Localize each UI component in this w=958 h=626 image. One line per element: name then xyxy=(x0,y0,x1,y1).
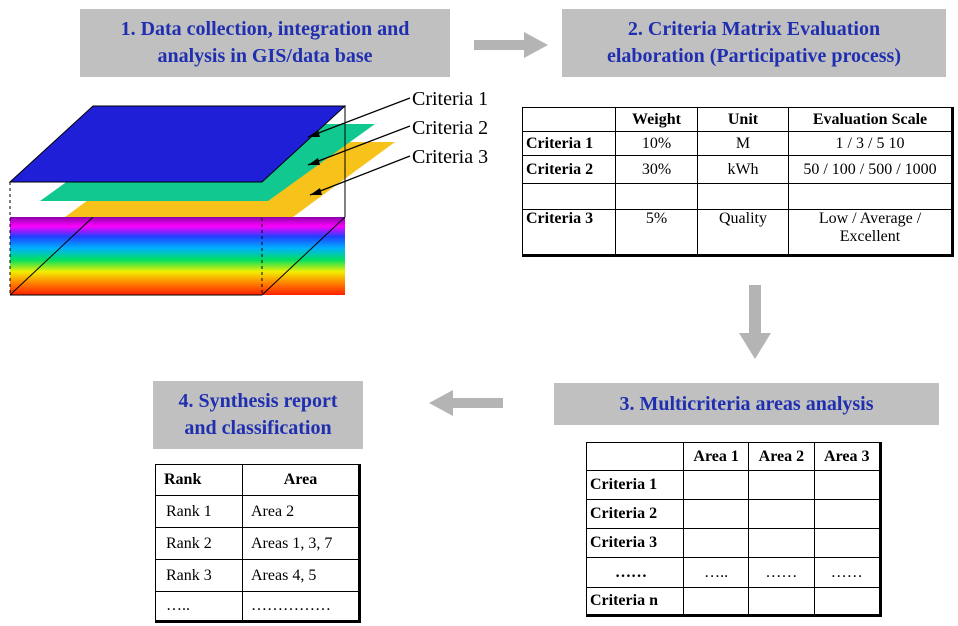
areas-cell xyxy=(813,587,882,617)
ranking-area: Areas 4, 5 xyxy=(242,559,361,592)
areas-cell xyxy=(748,528,815,558)
areas-cell xyxy=(682,470,750,500)
areas-row-criteria: Criteria 1 xyxy=(586,470,684,500)
areas-cell xyxy=(748,470,815,500)
ranking-area: Areas 1, 3, 7 xyxy=(242,527,361,560)
ranking-header-area: Area xyxy=(242,464,361,496)
matrix-row-scale: 50 / 100 / 500 / 1000 xyxy=(788,155,954,184)
matrix-header-unit: Unit xyxy=(697,107,789,132)
areas-row-criteria: …… xyxy=(586,557,684,588)
matrix-header-weight: Weight xyxy=(615,107,698,132)
criteria-matrix-table: Weight Unit Evaluation Scale Criteria 1 … xyxy=(522,107,954,257)
arrow-left-icon xyxy=(429,390,503,416)
areas-cell: ….. xyxy=(682,557,750,588)
matrix-row-criteria: Criteria 3 xyxy=(522,209,616,257)
matrix-row-weight: 30% xyxy=(615,155,698,184)
step-4-line-1: 4. Synthesis report xyxy=(178,390,338,412)
areas-cell xyxy=(813,470,882,500)
ranking-rank: Rank 3 xyxy=(155,559,243,592)
step-4-line-2: and classification xyxy=(184,417,332,439)
ranking-area: …………… xyxy=(242,591,361,623)
areas-cell: …… xyxy=(813,557,882,588)
step-3-label: 3. Multicriteria areas analysis xyxy=(619,392,874,415)
step-2-line-2: elaboration (Participative process) xyxy=(606,45,901,67)
matrix-row-criteria xyxy=(522,183,616,210)
areas-table: Area 1 Area 2 Area 3 Criteria 1 Criteria… xyxy=(586,442,882,617)
ranking-area: Area 2 xyxy=(242,495,361,528)
matrix-row-weight xyxy=(615,183,698,210)
step-2-box: 2. Criteria Matrix Evaluation elaboratio… xyxy=(562,9,946,77)
matrix-row-weight: 5% xyxy=(615,209,698,257)
areas-row-criteria: Criteria 3 xyxy=(586,528,684,558)
areas-cell xyxy=(813,528,882,558)
areas-row-criteria: Criteria n xyxy=(586,587,684,617)
areas-cell xyxy=(748,587,815,617)
areas-cell xyxy=(813,499,882,529)
areas-row-criteria: Criteria 2 xyxy=(586,499,684,529)
areas-header-3: Area 3 xyxy=(813,442,882,471)
areas-header-blank xyxy=(586,442,684,471)
areas-header-2: Area 2 xyxy=(748,442,815,471)
arrow-right-icon xyxy=(474,32,548,58)
ranking-header-rank: Rank xyxy=(155,464,243,496)
step-4-box: 4. Synthesis report and classification xyxy=(153,381,363,449)
areas-cell xyxy=(682,528,750,558)
spectrum-block xyxy=(10,217,345,295)
areas-header-1: Area 1 xyxy=(682,442,750,471)
areas-cell: …… xyxy=(748,557,815,588)
layer-label-1: Criteria 1 xyxy=(412,88,489,110)
matrix-header-blank xyxy=(522,107,616,132)
step-3-box: 3. Multicriteria areas analysis xyxy=(554,383,939,425)
ranking-rank: Rank 2 xyxy=(155,527,243,560)
step-1-box: 1. Data collection, integration and anal… xyxy=(80,9,450,77)
ranking-rank: ….. xyxy=(155,591,243,623)
matrix-header-scale: Evaluation Scale xyxy=(788,107,954,132)
matrix-row-scale xyxy=(788,183,954,210)
matrix-row-unit: kWh xyxy=(697,155,789,184)
ranking-table: Rank Area Rank 1 Area 2 Rank 2 Areas 1, … xyxy=(155,464,361,623)
matrix-row-scale: 1 / 3 / 5 10 xyxy=(788,131,954,156)
matrix-row-unit: M xyxy=(697,131,789,156)
ranking-rank: Rank 1 xyxy=(155,495,243,528)
layer-label-3: Criteria 3 xyxy=(412,146,489,168)
step-2-line-1: 2. Criteria Matrix Evaluation xyxy=(627,18,881,40)
arrow-down-icon xyxy=(739,285,771,359)
areas-cell xyxy=(682,587,750,617)
matrix-row-unit xyxy=(697,183,789,210)
matrix-row-unit: Quality xyxy=(697,209,789,257)
areas-cell xyxy=(748,499,815,529)
matrix-row-weight: 10% xyxy=(615,131,698,156)
matrix-row-scale: Low / Average / Excellent xyxy=(788,209,954,257)
matrix-row-criteria: Criteria 2 xyxy=(522,155,616,184)
gis-layers-illustration xyxy=(8,97,411,296)
matrix-row-criteria: Criteria 1 xyxy=(522,131,616,156)
step-1-line-1: 1. Data collection, integration and xyxy=(120,18,410,40)
areas-cell xyxy=(682,499,750,529)
step-1-line-2: analysis in GIS/data base xyxy=(157,45,373,67)
layer-label-2: Criteria 2 xyxy=(412,117,489,139)
